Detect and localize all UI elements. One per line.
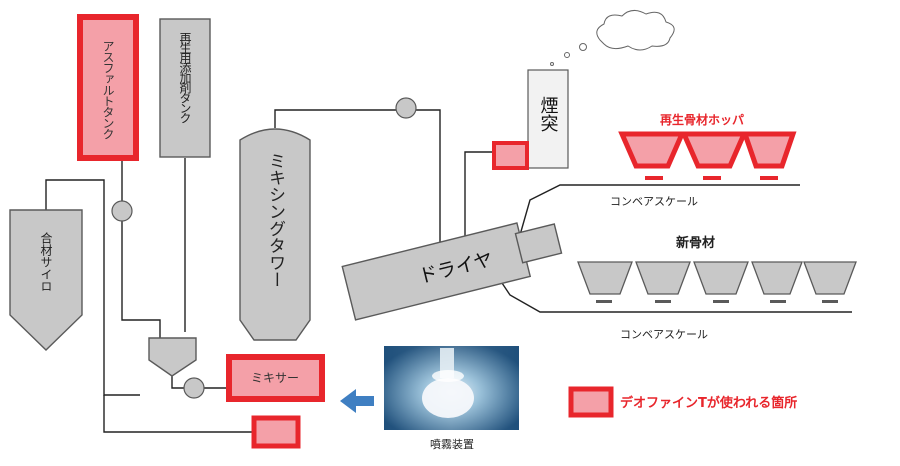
recycled-hopper-label: 再生骨材ホッパ <box>660 112 744 127</box>
pipe-network <box>45 109 852 433</box>
spray-device-label: 噴霧装置 <box>430 438 474 451</box>
pipe-silo-return <box>45 179 140 396</box>
conveyor-scale-top-label: コンベアスケール <box>610 195 698 208</box>
smoke-cloud-icon <box>550 10 675 66</box>
pump-asphalt <box>111 200 133 222</box>
legend: デオファインTが使われる箇所 <box>568 386 797 418</box>
spray-nozzle-photo <box>384 346 519 430</box>
pipe-dryer-tower <box>274 109 441 250</box>
pipe-hopper-mixer <box>171 372 228 389</box>
conveyor-bottom-line <box>499 279 852 313</box>
additive-tank: 再生用添加剤タンク <box>159 18 211 158</box>
recycled-hopper-1 <box>618 131 686 169</box>
mixer-feed-hopper <box>148 337 197 377</box>
pipe-dryer-chimney <box>464 151 493 253</box>
recycled-hopper-group: 再生骨材ホッパ <box>618 112 797 180</box>
spray-point-chimney <box>492 141 529 170</box>
pipe-asphalt <box>121 158 161 340</box>
new-aggregate-hopper-1 <box>577 261 633 295</box>
chimney-label: 煙突 <box>538 96 559 132</box>
new-aggregate-hopper-2 <box>635 261 691 295</box>
recycled-hopper-3 <box>741 131 797 169</box>
pump-dryer <box>395 97 417 119</box>
chimney: 煙突 <box>527 69 569 169</box>
mixed-silo-label: 合材サイロ <box>39 231 53 292</box>
legend-swatch <box>568 386 614 418</box>
additive-tank-label: 再生用添加剤タンク <box>178 32 192 124</box>
pump-mixer <box>183 377 205 399</box>
conveyor-top-line <box>519 184 800 236</box>
pipe-spray-line <box>103 395 253 433</box>
new-aggregate-label: 新骨材 <box>676 235 715 251</box>
asphalt-tank-label: アスファルトタンク <box>101 40 115 140</box>
mixer: ミキサー <box>226 354 325 402</box>
legend-label: デオファインTが使われる箇所 <box>620 395 797 411</box>
mixer-label: ミキサー <box>251 371 299 385</box>
dryer: ドライヤ <box>341 222 563 321</box>
mixing-tower: ミキシングタワー <box>239 128 311 341</box>
spray-point-mixer-line <box>251 415 301 449</box>
new-aggregate-hopper-5 <box>803 261 857 295</box>
arrow-left-icon <box>340 389 374 413</box>
new-aggregate-hopper-3 <box>693 261 749 295</box>
mixed-silo: 合材サイロ <box>9 209 83 351</box>
recycled-hopper-2 <box>680 131 748 169</box>
mixing-tower-label: ミキシングタワー <box>265 152 285 288</box>
new-aggregate-hopper-4 <box>751 261 803 295</box>
new-aggregate-hoppers <box>577 261 857 295</box>
asphalt-tank: アスファルトタンク <box>77 14 139 161</box>
conveyor-scale-bottom-label: コンベアスケール <box>620 328 708 341</box>
